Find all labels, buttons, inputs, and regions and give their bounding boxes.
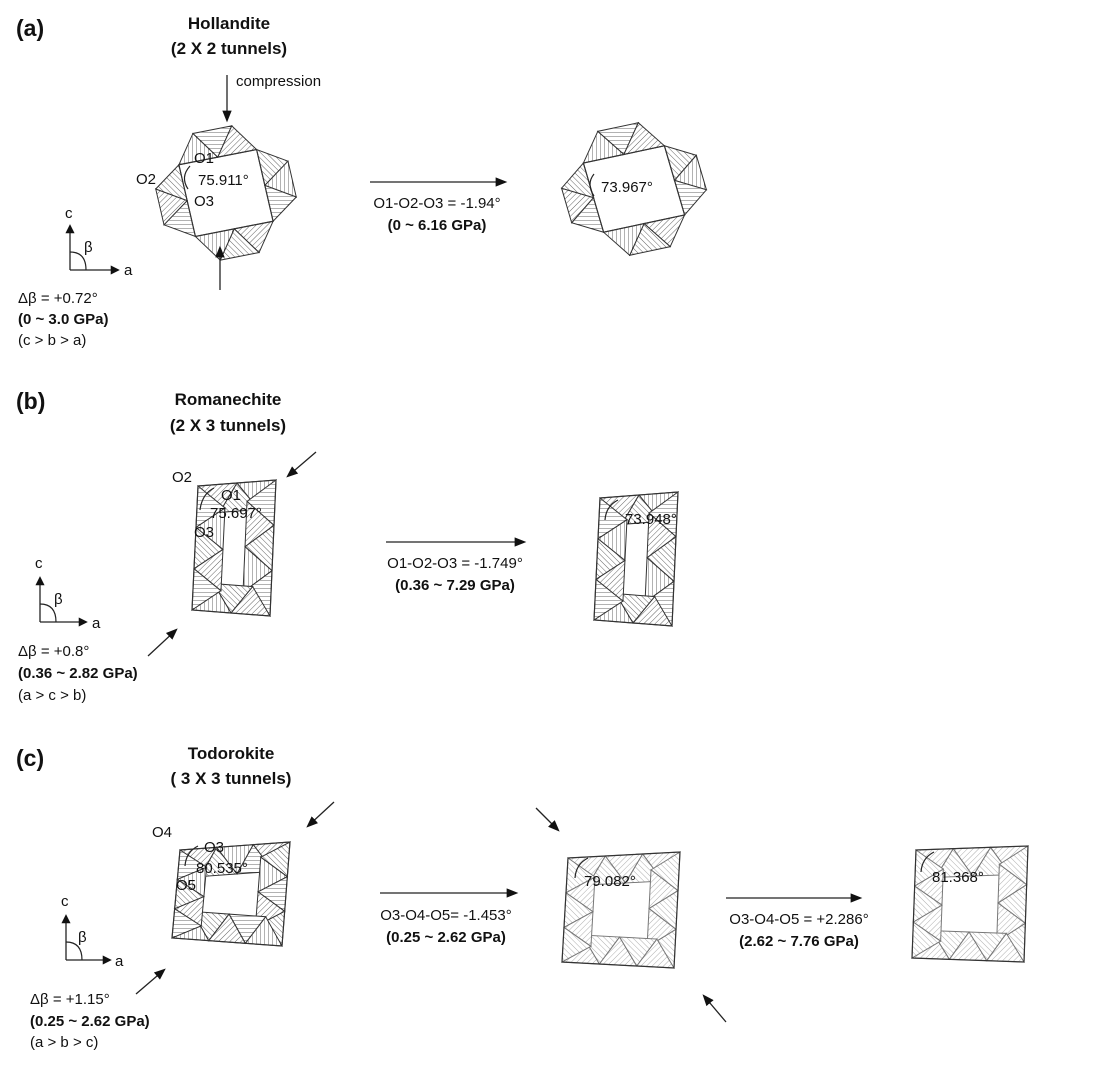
panel-a-title: Hollandite bbox=[188, 14, 270, 33]
pressure-label-c2: (2.62 ~ 7.76 GPa) bbox=[739, 933, 859, 950]
label-o1: O1 bbox=[194, 150, 214, 167]
romanechite-ring-after bbox=[593, 490, 679, 628]
tunnel-outline bbox=[582, 145, 686, 233]
panel-c-tag: (c) bbox=[16, 745, 44, 771]
delta-pressure-c: (0.25 ~ 2.62 GPa) bbox=[30, 1013, 150, 1030]
delta-beta-a: Δβ = +0.72° bbox=[18, 290, 98, 307]
compression-arrow-b-top bbox=[286, 451, 317, 478]
axis-glyph-b: c β a bbox=[35, 555, 101, 632]
panel-a-tag: (a) bbox=[16, 15, 44, 41]
axis-c-label: c bbox=[65, 205, 73, 222]
label-b-o3: O3 bbox=[194, 524, 214, 541]
angle-arc-b-before bbox=[199, 487, 215, 511]
panel-c-title: Todorokite bbox=[188, 744, 275, 763]
delta-beta-b: Δβ = +0.8° bbox=[18, 643, 89, 660]
pressure-label-c1: (0.25 ~ 2.62 GPa) bbox=[386, 929, 506, 946]
todorokite-ring-mid bbox=[561, 851, 681, 969]
pressure-label-b: (0.36 ~ 7.29 GPa) bbox=[395, 577, 515, 594]
hollandite-ring-after bbox=[560, 121, 708, 257]
compression-arrow-c-mid-top bbox=[535, 807, 560, 832]
todorokite-ring-after bbox=[911, 845, 1029, 963]
angle-arc-before bbox=[183, 165, 191, 190]
compression-arrow-c-bottom bbox=[135, 968, 166, 995]
delta-beta-c: Δβ = +1.15° bbox=[30, 991, 110, 1008]
label-o2: O2 bbox=[136, 171, 156, 188]
angle-after-a: 73.967° bbox=[601, 179, 653, 196]
hollandite-ring-before bbox=[154, 125, 298, 261]
axis-a-label-b: a bbox=[92, 615, 101, 632]
axis-glyph-c: c β a bbox=[61, 893, 124, 970]
angle-b-before: 75.697° bbox=[210, 505, 262, 522]
change-label-a: O1-O2-O3 = -1.94° bbox=[373, 195, 500, 212]
angle-c-before: 80.535° bbox=[196, 860, 248, 877]
label-b-o1: O1 bbox=[221, 487, 241, 504]
tunnel-outline bbox=[911, 845, 1029, 963]
panel-c: (c) Todorokite ( 3 X 3 tunnels) O4 O3 O5… bbox=[16, 744, 1029, 1051]
compression-arrow-c-top bbox=[306, 801, 335, 828]
label-o3: O3 bbox=[194, 193, 214, 210]
delta-pressure-a: (0 ~ 3.0 GPa) bbox=[18, 311, 108, 328]
panel-b: (b) Romanechite (2 X 3 tunnels) O2 O1 O3… bbox=[16, 388, 679, 704]
angle-b-after: 73.948° bbox=[625, 511, 677, 528]
beta-arc-c bbox=[65, 941, 83, 961]
tunnel-outline bbox=[593, 491, 679, 627]
panel-b-title: Romanechite bbox=[175, 390, 282, 409]
tunnel-outline bbox=[561, 851, 681, 969]
angle-arc-c-after bbox=[920, 851, 935, 873]
tunnel-outline bbox=[171, 841, 291, 947]
tunnel-outline bbox=[191, 479, 277, 617]
axis-c-label-c: c bbox=[61, 893, 69, 910]
axis-c-label-b: c bbox=[35, 555, 43, 572]
angle-arc-c-mid bbox=[574, 857, 589, 879]
order-b: (a > c > b) bbox=[18, 687, 86, 704]
axis-beta-label-c: β bbox=[78, 929, 87, 946]
label-c-o4: O4 bbox=[152, 824, 172, 841]
compression-arrow-b-bottom bbox=[147, 628, 178, 657]
angle-arc-after-a bbox=[589, 173, 595, 197]
delta-pressure-b: (0.36 ~ 2.82 GPa) bbox=[18, 665, 138, 682]
order-a: (c > b > a) bbox=[18, 332, 86, 349]
change-label-b: O1-O2-O3 = -1.749° bbox=[387, 555, 523, 572]
angle-arc-b-after bbox=[604, 499, 619, 521]
order-c: (a > b > c) bbox=[30, 1034, 98, 1051]
panel-c-subtitle: ( 3 X 3 tunnels) bbox=[171, 769, 292, 788]
tunnel-outline bbox=[178, 148, 274, 238]
label-c-o3: O3 bbox=[204, 839, 224, 856]
change-label-c1: O3-O4-O5= -1.453° bbox=[380, 907, 511, 924]
label-c-o5: O5 bbox=[176, 877, 196, 894]
angle-arc-c-before bbox=[184, 845, 199, 867]
compression-arrow-c-mid-bottom bbox=[702, 994, 727, 1023]
beta-arc bbox=[69, 251, 87, 271]
compression-label: compression bbox=[236, 73, 321, 90]
panel-b-tag: (b) bbox=[16, 388, 45, 414]
label-b-o2: O2 bbox=[172, 469, 192, 486]
angle-c-after: 81.368° bbox=[932, 869, 984, 886]
panel-a: (a) Hollandite (2 X 2 tunnels) compressi… bbox=[16, 14, 708, 349]
axis-glyph-a: c β a bbox=[65, 205, 133, 279]
change-label-c2: O3-O4-O5 = +2.286° bbox=[729, 911, 868, 928]
axis-a-label: a bbox=[124, 262, 133, 279]
axis-a-label-c: a bbox=[115, 953, 124, 970]
angle-c-mid: 79.082° bbox=[584, 873, 636, 890]
beta-arc-b bbox=[39, 603, 57, 623]
axis-beta-label-b: β bbox=[54, 591, 63, 608]
todorokite-ring-before bbox=[171, 841, 291, 947]
panel-a-subtitle: (2 X 2 tunnels) bbox=[171, 39, 287, 58]
pressure-label-a: (0 ~ 6.16 GPa) bbox=[388, 217, 487, 234]
angle-before: 75.911° bbox=[198, 172, 249, 189]
romanechite-ring-before bbox=[191, 478, 277, 618]
axis-beta-label: β bbox=[84, 239, 93, 256]
panel-b-subtitle: (2 X 3 tunnels) bbox=[170, 416, 286, 435]
